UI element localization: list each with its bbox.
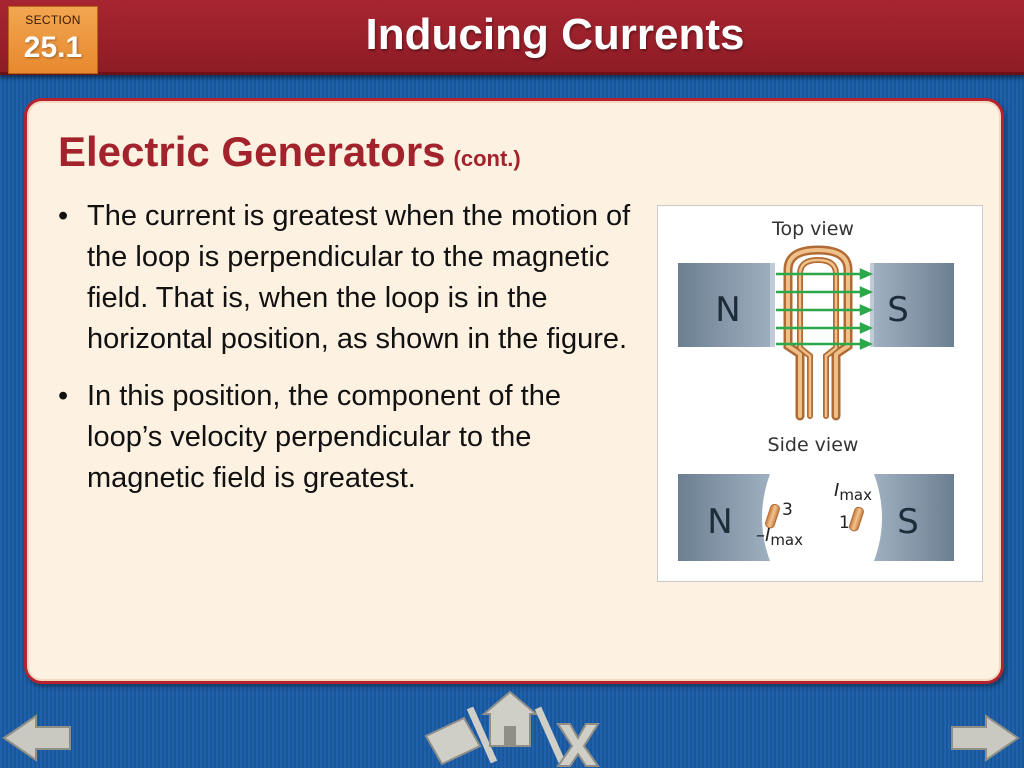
top-south-magnet: S [870, 263, 954, 347]
top-north-magnet: N [678, 263, 775, 347]
neg-imax-symbol: –I [756, 525, 770, 546]
top-south-label: S [887, 290, 909, 330]
section-label: SECTION [25, 13, 81, 27]
nav-slash-divider [466, 706, 498, 764]
position-3-label: 3 [782, 500, 793, 520]
section-number: 25.1 [23, 31, 83, 64]
top-north-label: N [715, 290, 740, 330]
bullet-dot-icon: • [58, 380, 69, 412]
imax-label: Imax [834, 480, 872, 504]
exit-icon[interactable] [556, 723, 600, 767]
bullet-dot-icon: • [58, 200, 69, 232]
side-south-label: S [897, 502, 919, 542]
bullet-text: The current is greatest when the motion … [87, 200, 631, 355]
neg-imax-label: –Imax [756, 525, 803, 549]
coil-position-1 [849, 506, 864, 532]
bullet-item: • In this position, the component of the… [58, 376, 638, 499]
side-north-label: N [707, 502, 732, 542]
subtitle-text: Electric Generators [58, 128, 446, 175]
forward-arrow-icon[interactable] [946, 712, 1022, 764]
imax-symbol: I [834, 480, 839, 501]
side-view-label: Side view [768, 434, 859, 456]
back-arrow-icon[interactable] [2, 712, 82, 764]
subtitle-note: (cont.) [453, 146, 521, 171]
bullet-list: • The current is greatest when the motio… [58, 196, 638, 499]
menu-icon[interactable] [424, 716, 482, 766]
slide-subtitle: Electric Generators (cont.) [58, 128, 521, 176]
bullet-item: • The current is greatest when the motio… [58, 196, 638, 360]
coil-position-3 [765, 503, 780, 529]
page-title: Inducing Currents [365, 10, 745, 59]
nav-home-exit-group [424, 690, 600, 767]
nav-slash-divider [534, 706, 566, 764]
imax-subscript: max [839, 486, 872, 504]
side-south-magnet: S [874, 474, 954, 561]
home-icon[interactable] [481, 690, 539, 747]
position-1-label: 1 [839, 513, 850, 533]
side-north-magnet: N [678, 474, 770, 561]
magnetic-field-lines [776, 268, 874, 350]
top-view-label: Top view [771, 218, 854, 240]
header-bar: SECTION 25.1 Inducing Currents [0, 0, 1024, 75]
section-badge: SECTION 25.1 [8, 6, 98, 74]
generator-figure: Top view N S Side view [657, 205, 983, 582]
bullet-text: In this position, the component of the l… [87, 380, 561, 494]
neg-imax-subscript: max [770, 531, 803, 549]
